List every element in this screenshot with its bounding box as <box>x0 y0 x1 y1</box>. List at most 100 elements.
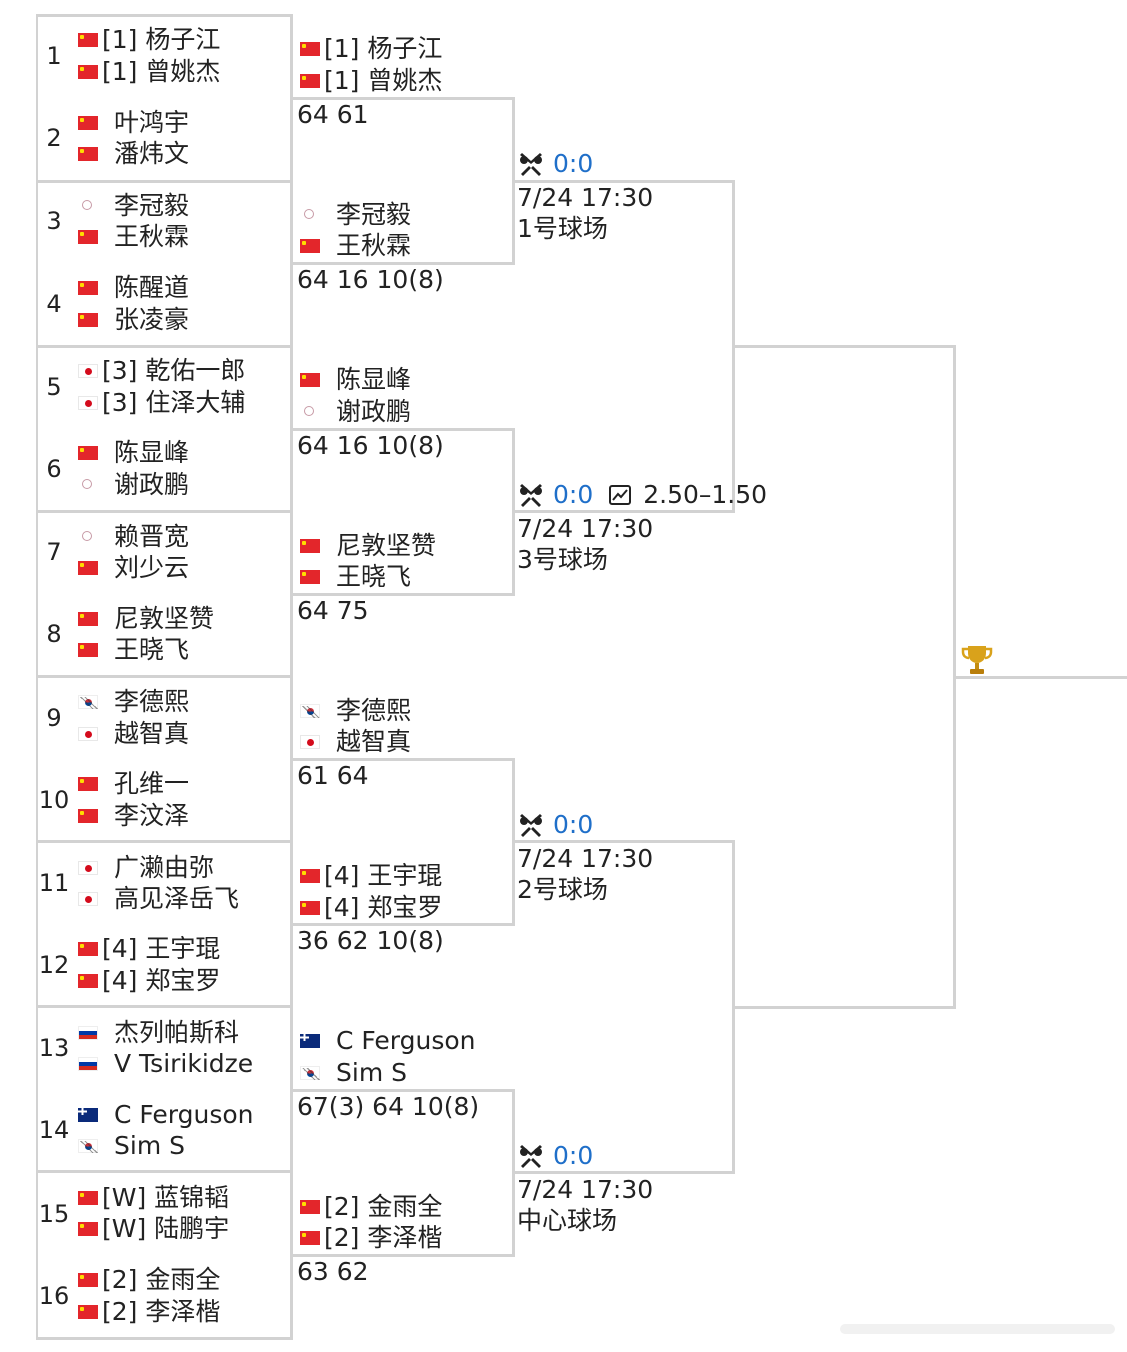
qf-line <box>514 510 734 513</box>
player-entry[interactable]: [4] 王宇琨 <box>300 860 442 892</box>
player-entry[interactable]: C Ferguson <box>300 1025 476 1057</box>
flag-cn-icon <box>78 777 98 791</box>
player-entry[interactable]: 谢政鹏 <box>300 396 411 428</box>
player-name: [W] 蓝锦韬 <box>102 1183 230 1212</box>
player-entry[interactable]: 越智真 <box>78 718 189 750</box>
player-entry[interactable]: [4] 王宇琨 <box>78 933 220 965</box>
seed-number: 7 <box>46 538 62 566</box>
match-vs-score[interactable]: 0:0 <box>517 810 593 839</box>
match-vs-score[interactable]: 0:0 <box>517 1141 593 1170</box>
flag-cn-icon <box>300 373 320 387</box>
crossed-rackets-icon <box>520 813 542 837</box>
seed-number: 1 <box>46 42 62 70</box>
player-entry[interactable]: [1] 曾姚杰 <box>300 65 442 97</box>
seed-number: 3 <box>46 207 62 235</box>
player-entry[interactable]: 陈显峰 <box>300 364 411 396</box>
player-entry[interactable]: 谢政鹏 <box>78 469 189 501</box>
player-entry[interactable]: 张凌豪 <box>78 304 189 336</box>
r1-top <box>36 14 292 17</box>
player-entry[interactable]: 陈醒道 <box>78 272 189 304</box>
match-score: 36 62 10(8) <box>297 926 444 955</box>
player-entry[interactable]: Sim S <box>300 1057 407 1089</box>
player-entry[interactable]: [W] 蓝锦韬 <box>78 1182 229 1214</box>
player-entry[interactable]: [2] 李泽楷 <box>300 1222 442 1254</box>
player-entry[interactable]: 李德熙 <box>78 686 189 718</box>
player-entry[interactable]: [2] 金雨全 <box>78 1264 220 1296</box>
player-entry[interactable]: 王晓飞 <box>300 561 411 593</box>
player-name: C Ferguson <box>336 1026 476 1055</box>
player-entry[interactable]: 李德熙 <box>300 695 411 727</box>
player-entry[interactable]: 孔维一 <box>78 768 189 800</box>
player-entry[interactable]: 王秋霖 <box>300 230 411 262</box>
r2-vertical <box>512 758 515 926</box>
player-entry[interactable]: [4] 郑宝罗 <box>78 965 220 997</box>
flag-au-icon <box>78 1108 98 1122</box>
seed-number: 8 <box>46 620 62 648</box>
r1-separator <box>36 345 292 348</box>
player-entry[interactable]: 刘少云 <box>78 552 189 584</box>
sf-line <box>734 1006 955 1009</box>
r1-separator <box>36 510 292 513</box>
seed-number: 2 <box>46 124 62 152</box>
player-name: 陈显峰 <box>336 365 412 394</box>
seed-number: 5 <box>46 373 62 401</box>
player-name: [W] 陆鹏宇 <box>102 1214 230 1243</box>
match-time: 7/24 17:30 <box>517 183 654 212</box>
player-entry[interactable]: Sim S <box>78 1130 185 1162</box>
player-entry[interactable]: 广濑由弥 <box>78 852 214 884</box>
player-entry[interactable]: 王晓飞 <box>78 634 189 666</box>
final-line <box>955 676 1127 679</box>
match-vs-score[interactable]: 0:0 2.50–1.50 <box>517 480 767 509</box>
player-entry[interactable]: 高见泽岳飞 <box>78 883 239 915</box>
player-entry[interactable]: [3] 乾佑一郎 <box>78 355 245 387</box>
player-entry[interactable]: 潘炜文 <box>78 138 189 170</box>
flag-jp-icon <box>78 861 98 875</box>
player-entry[interactable]: 越智真 <box>300 726 411 758</box>
player-entry[interactable]: 李冠毅 <box>78 190 189 222</box>
player-name: 李汶泽 <box>114 801 190 830</box>
r2-line <box>292 923 514 926</box>
player-entry[interactable]: [1] 杨子江 <box>78 24 220 56</box>
player-name: [1] 曾姚杰 <box>324 66 443 95</box>
player-entry[interactable]: 赖晋宽 <box>78 521 189 553</box>
flag-jp-icon <box>78 727 98 741</box>
flag-cn-icon <box>300 1231 320 1245</box>
flag-cn-icon <box>300 1200 320 1214</box>
player-entry[interactable]: 陈显峰 <box>78 437 189 469</box>
match-time: 7/24 17:30 <box>517 844 654 873</box>
player-entry[interactable]: [4] 郑宝罗 <box>300 892 442 924</box>
flag-cn-icon <box>78 612 98 626</box>
player-entry[interactable]: C Ferguson <box>78 1099 254 1131</box>
player-entry[interactable]: [W] 陆鹏宇 <box>78 1213 229 1245</box>
sf-line <box>734 345 955 348</box>
flag-tw-icon <box>300 208 320 222</box>
player-name: C Ferguson <box>114 1100 254 1129</box>
player-entry[interactable]: 李汶泽 <box>78 800 189 832</box>
r2-vertical <box>512 428 515 596</box>
player-entry[interactable]: [3] 住泽大辅 <box>78 387 245 419</box>
player-entry[interactable]: [1] 杨子江 <box>300 33 442 65</box>
player-entry[interactable]: [2] 李泽楷 <box>78 1296 220 1328</box>
player-entry[interactable]: [1] 曾姚杰 <box>78 56 220 88</box>
player-entry[interactable]: [2] 金雨全 <box>300 1191 442 1223</box>
player-name: 李德熙 <box>336 696 412 725</box>
player-entry[interactable]: 尼敦坚赞 <box>78 603 214 635</box>
r2-line <box>292 1254 514 1257</box>
vs-score-text: 0:0 <box>553 1141 594 1170</box>
flag-cn-icon <box>78 643 98 657</box>
match-time: 7/24 17:30 <box>517 1175 654 1204</box>
odds[interactable]: 2.50–1.50 <box>609 480 767 509</box>
r1-bottom <box>36 1337 292 1340</box>
player-name: 王晓飞 <box>114 635 190 664</box>
player-name: [4] 王宇琨 <box>102 934 221 963</box>
flag-cn-icon <box>78 809 98 823</box>
player-entry[interactable]: 杰列帕斯科 <box>78 1017 239 1049</box>
player-entry[interactable]: 李冠毅 <box>300 199 411 231</box>
player-entry[interactable]: 王秋霖 <box>78 221 189 253</box>
player-entry[interactable]: 叶鸿宇 <box>78 107 189 139</box>
player-entry[interactable]: 尼敦坚赞 <box>300 530 436 562</box>
r2-line <box>292 262 514 265</box>
match-vs-score[interactable]: 0:0 <box>517 149 593 178</box>
flag-kr-icon <box>78 695 98 709</box>
player-entry[interactable]: V Tsirikidze <box>78 1048 253 1080</box>
